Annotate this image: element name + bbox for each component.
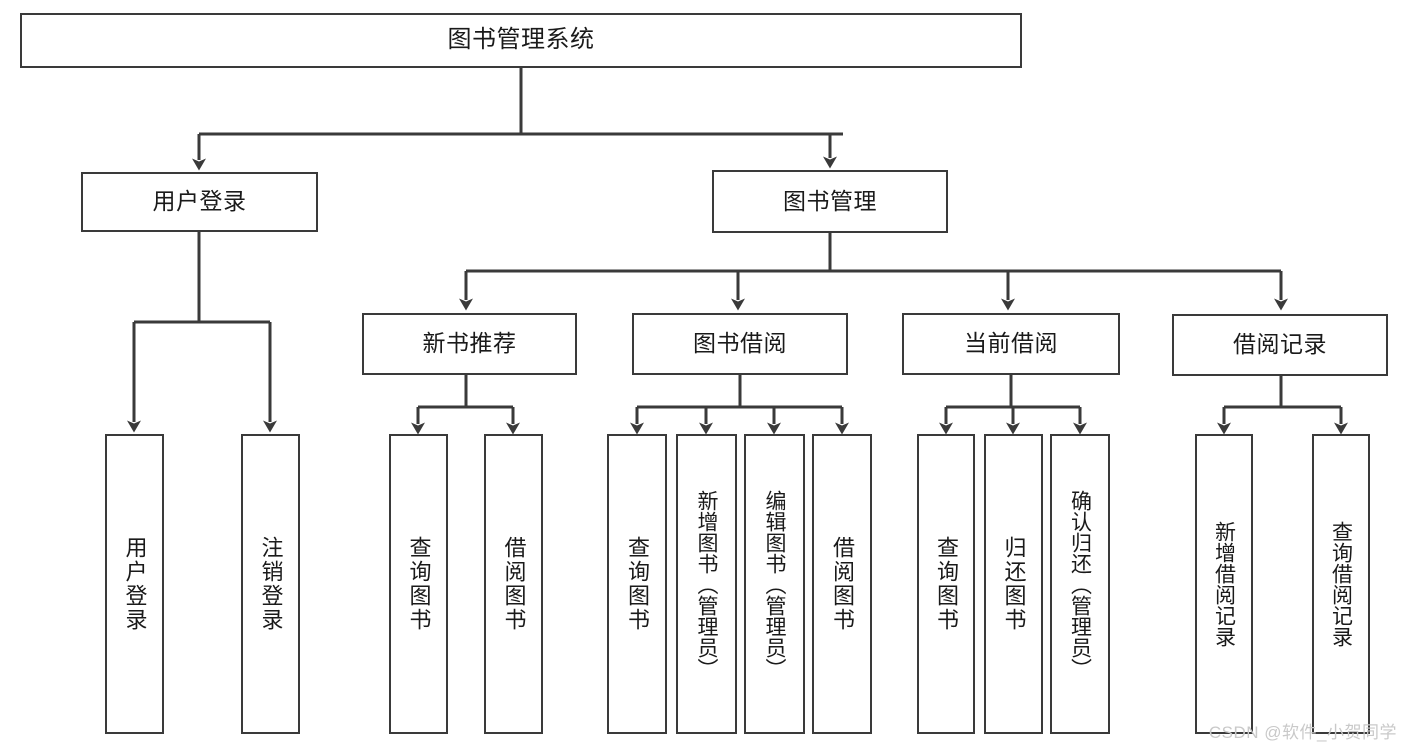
leaf-user-login-label: 用户登录 [122,536,148,632]
node-user-login-label: 用户登录 [152,188,247,215]
leaf-confirm-return-admin[interactable]: 确认归还（管理员） [1050,434,1110,734]
node-root[interactable]: 图书管理系统 [20,13,1022,68]
leaf-edit-book-admin[interactable]: 编辑图书（管理员） [744,434,805,734]
node-new-book-recommend-label: 新书推荐 [422,330,517,357]
leaf-edit-book-admin-label: 编辑图书（管理员） [763,489,786,679]
node-book-borrow[interactable]: 图书借阅 [632,313,848,375]
leaf-borrow-book-newbook-label: 借阅图书 [501,536,527,632]
leaf-confirm-return-admin-label: 确认归还（管理员） [1068,489,1092,679]
leaf-query-book-current-label: 查询图书 [934,536,959,632]
leaf-query-book-borrow[interactable]: 查询图书 [607,434,667,734]
node-book-management[interactable]: 图书管理 [712,170,948,233]
leaf-query-book-current[interactable]: 查询图书 [917,434,975,734]
leaf-query-borrow-record[interactable]: 查询借阅记录 [1312,434,1370,734]
node-current-borrow-label: 当前借阅 [964,330,1058,357]
leaf-return-book[interactable]: 归还图书 [984,434,1043,734]
leaf-query-book-borrow-label: 查询图书 [625,536,650,632]
node-root-label: 图书管理系统 [447,26,595,54]
leaf-borrow-book-borrow-label: 借阅图书 [830,536,855,632]
node-borrow-records[interactable]: 借阅记录 [1172,314,1388,376]
leaf-logout-label: 注销登录 [258,536,284,632]
node-user-login[interactable]: 用户登录 [81,172,318,232]
leaf-add-book-admin-label: 新增图书（管理员） [695,489,718,679]
leaf-user-login[interactable]: 用户登录 [105,434,164,734]
leaf-query-book-newbook-label: 查询图书 [406,536,432,632]
node-current-borrow[interactable]: 当前借阅 [902,313,1120,375]
leaf-query-borrow-record-label: 查询借阅记录 [1329,521,1353,647]
node-borrow-records-label: 借阅记录 [1233,331,1327,358]
leaf-add-book-admin[interactable]: 新增图书（管理员） [676,434,737,734]
node-book-management-label: 图书管理 [783,187,877,214]
leaf-borrow-book-newbook[interactable]: 借阅图书 [484,434,543,734]
leaf-query-book-newbook[interactable]: 查询图书 [389,434,448,734]
leaf-add-borrow-record-label: 新增借阅记录 [1212,521,1236,647]
leaf-return-book-label: 归还图书 [1001,536,1027,632]
leaf-borrow-book-borrow[interactable]: 借阅图书 [812,434,872,734]
node-book-borrow-label: 图书借阅 [693,330,787,357]
node-new-book-recommend[interactable]: 新书推荐 [362,313,577,375]
leaf-add-borrow-record[interactable]: 新增借阅记录 [1195,434,1253,734]
watermark: CSDN @软件_小贺同学 [1208,723,1397,742]
leaf-logout[interactable]: 注销登录 [241,434,300,734]
